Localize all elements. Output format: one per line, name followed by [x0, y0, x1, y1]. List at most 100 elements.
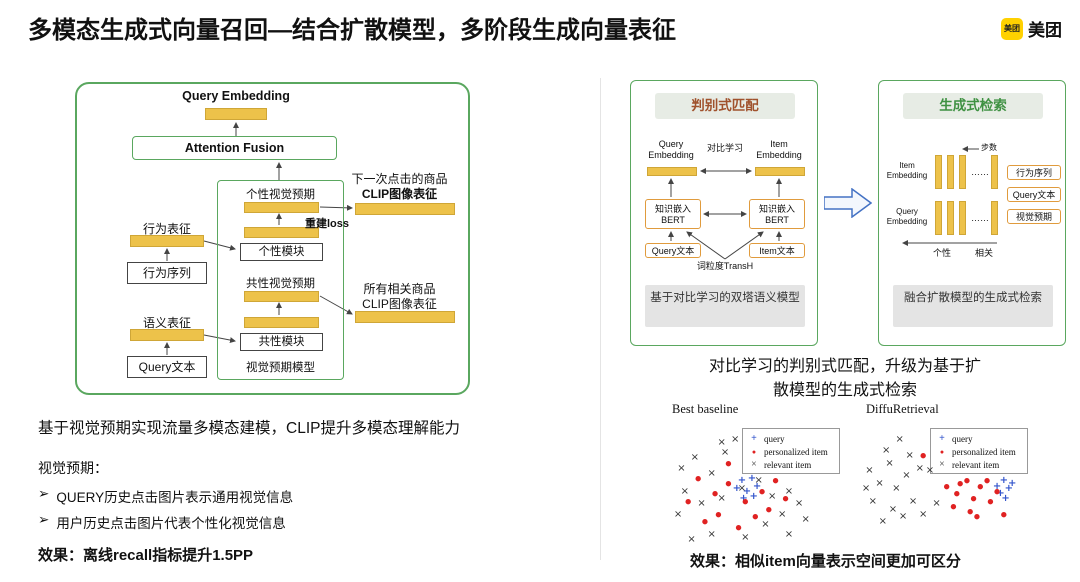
bullet-item: ➢ QUERY历史点击图片表示通用视觉信息: [38, 486, 293, 506]
scatter-point: ×: [761, 518, 770, 530]
personal-module-bar: [244, 227, 319, 238]
gen-vector-bar: [947, 155, 954, 189]
scatter-point: ●: [994, 487, 1001, 496]
dots-label: ……: [971, 167, 989, 177]
scatter-point: ●: [950, 502, 957, 511]
personal-visual-label: 个性视觉预期: [246, 189, 315, 201]
scatter-point: +: [747, 472, 757, 484]
bullet-text: QUERY历史点击图片表示通用视觉信息: [56, 490, 294, 505]
disc-item-bar: [755, 167, 805, 176]
effect-text-right: 效果：相似item向量表示空间更加可区分: [690, 553, 961, 570]
scatter-point: +: [992, 480, 1002, 492]
gen-vector-bar: [959, 201, 966, 235]
scatter-point: ×: [925, 465, 935, 477]
scatter-point: +: [737, 475, 747, 487]
bullet-item: ➢ 用户历史点击图片代表个性化视觉信息: [38, 512, 286, 532]
gen-vector-bar: [959, 155, 966, 189]
meituan-logo: 美团 美团: [1001, 16, 1062, 41]
next-click-label: 下一次点击的商品: [351, 172, 448, 186]
scatter-point: ×: [730, 434, 740, 446]
scatter-point: ×: [784, 485, 794, 497]
legend-label: relevant item: [952, 459, 1000, 470]
plot2-title: DiffuRetrieval: [866, 402, 939, 416]
scatter-point: ●: [943, 482, 950, 491]
scatter-point: ●: [685, 497, 692, 506]
plot1-title: Best baseline: [672, 402, 739, 416]
next-click-clip-label: CLIP图像表征: [361, 187, 438, 201]
scatter-point: ×: [707, 529, 716, 541]
scatter-point: ×: [885, 457, 894, 469]
scatter-point: ●: [759, 487, 766, 496]
scatter-point: ×: [882, 444, 891, 456]
scatter-point: ×: [918, 508, 928, 520]
scatter-point: ×: [741, 531, 750, 543]
scatter-point: ×: [861, 483, 871, 495]
upgrade-text: 对比学习的判别式匹配，升级为基于扩 散模型的生成式检索: [708, 358, 981, 399]
legend-marker-icon: +: [939, 433, 945, 444]
meituan-logo-icon: 美团: [1001, 17, 1023, 40]
scatter-point: ×: [895, 434, 904, 446]
next-click-clip-bar: [355, 203, 455, 215]
scatter-point: ●: [695, 474, 702, 483]
scatter-point: ●: [742, 497, 749, 506]
legend-marker-icon: ×: [939, 459, 945, 470]
behavior-repr-label: 行为表征: [142, 222, 191, 236]
legend-row: × relevant item: [937, 458, 1021, 471]
gen-vector-bar: [991, 155, 998, 189]
all-related-label: 所有相关商品: [363, 282, 436, 296]
legend-row: +query: [749, 432, 833, 445]
visual-model-box: 个性视觉预期 个性模块 共性视觉预期 共性模块 视觉预期模型: [217, 180, 344, 380]
scatter-point: ×: [898, 511, 908, 523]
semantic-repr-bar: [130, 329, 204, 341]
scatter-point: ×: [737, 483, 747, 495]
plot1-legend: +query●personalized item×relevant item: [742, 428, 840, 474]
query-text-box: Query文本: [127, 356, 207, 378]
common-module-bar: [244, 317, 319, 328]
plot2-legend: +query●personalized item×relevant item: [930, 428, 1028, 474]
query-embedding-label: Query Embedding: [182, 89, 290, 103]
dots-label: ……: [971, 213, 989, 223]
scatter-point: ●: [772, 476, 779, 485]
disc-query-text-box: Query文本: [645, 243, 701, 258]
scatter-point: ●: [765, 505, 772, 514]
bullet-text: 用户历史点击图片代表个性化视觉信息: [56, 516, 286, 531]
disc-item-text-box: Item文本: [749, 243, 805, 258]
scatter-point: ×: [680, 485, 689, 497]
scatter-point: ×: [908, 495, 918, 507]
recon-loss-label: 重建loss: [305, 218, 350, 230]
scatter-point: ×: [707, 467, 716, 479]
gen-query-embedding-label: Query Embedding: [886, 207, 928, 226]
scatter-point: ●: [963, 476, 970, 485]
transh-label: 词粒度TransH: [696, 261, 754, 271]
visual-model-label: 视觉预期模型: [246, 362, 315, 374]
scatter-point: ●: [967, 507, 974, 516]
scatter-point: ×: [717, 437, 726, 449]
scatter-point: +: [742, 485, 752, 497]
all-related-clip-bar: [355, 311, 455, 323]
scatter-point: ×: [673, 508, 683, 520]
scatter-point: +: [996, 488, 1005, 500]
scatter-point: ×: [905, 449, 914, 461]
scatter-point: ×: [902, 470, 911, 482]
scatter-point: ×: [888, 503, 898, 515]
disc-header: 判别式匹配: [655, 93, 795, 119]
side-box-query-text: Query文本: [1007, 187, 1061, 202]
common-module-box: 共性模块: [240, 333, 323, 351]
legend-marker-icon: ×: [751, 459, 757, 470]
scatter-point: ●: [711, 489, 719, 498]
scatter-point: ×: [717, 493, 726, 505]
visual-expectation-diagram: Query Embedding Attention Fusion 个性视觉预期 …: [75, 82, 470, 395]
common-visual-label: 共性视觉预期: [246, 278, 315, 290]
scatter-point: ×: [754, 475, 763, 487]
relevant-label: 相关: [975, 248, 994, 258]
scatter-point: +: [1001, 493, 1010, 505]
common-visual-bar: [244, 291, 319, 302]
legend-label: personalized item: [764, 446, 828, 457]
personal-module-box: 个性模块: [240, 243, 323, 261]
scatter-point: ×: [875, 478, 884, 489]
scatter-point: ●: [735, 523, 742, 532]
legend-marker-icon: ●: [751, 447, 757, 456]
bullet-marker-icon: ➢: [38, 486, 50, 501]
scatter-point: ×: [892, 483, 901, 495]
